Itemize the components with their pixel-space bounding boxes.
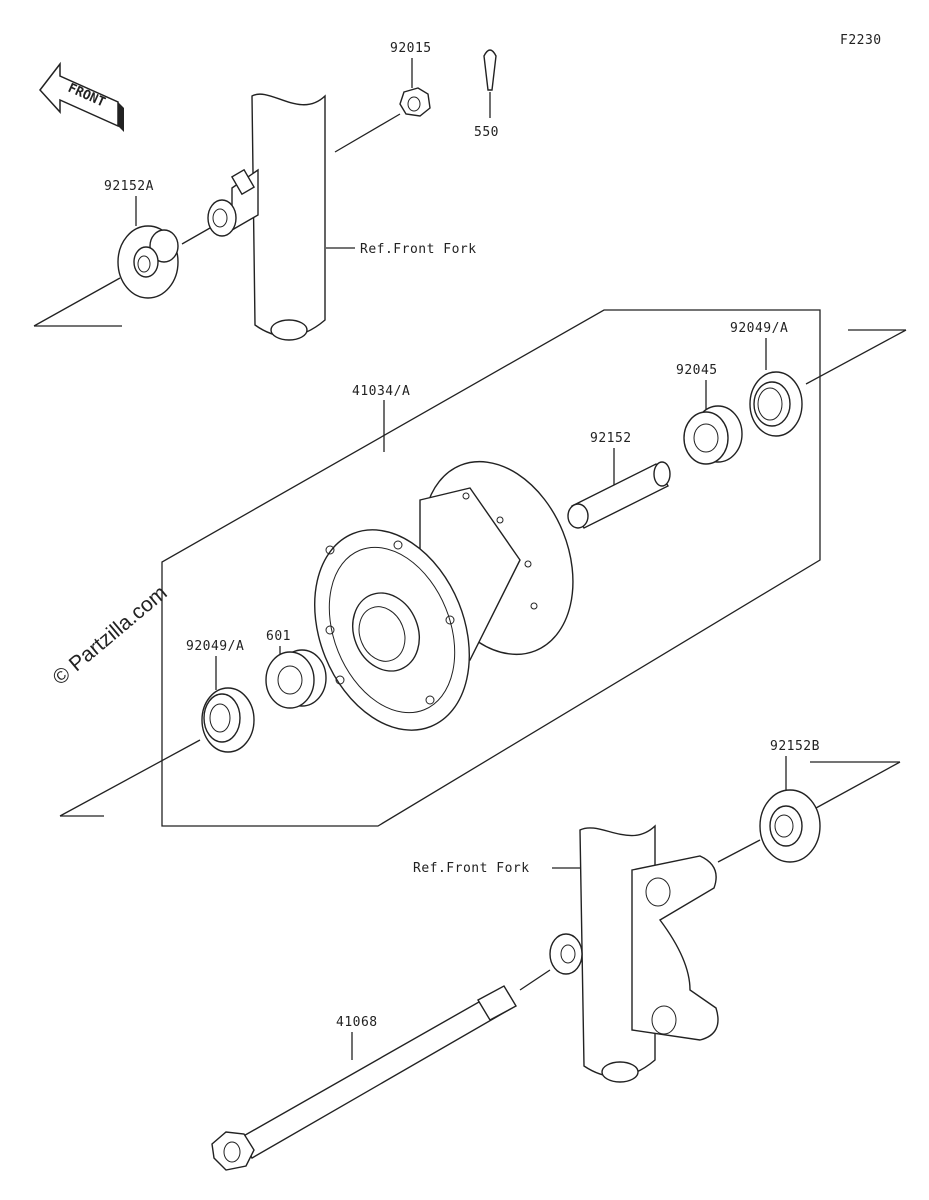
label-92049A-right: 92049/A — [730, 321, 788, 336]
label-92152A: 92152A — [104, 179, 154, 194]
front-fork-bottom — [549, 824, 719, 1083]
collar-92152A — [117, 225, 179, 299]
bearing-92045 — [683, 405, 743, 465]
collar-92152B — [759, 789, 821, 863]
axle-41068 — [211, 985, 517, 1171]
watermark: © Partzilla.com — [48, 581, 171, 690]
ref-front-fork-top-label: Ref.Front Fork — [360, 242, 477, 257]
front-fork-top — [207, 93, 326, 341]
wheel-hub-41034A — [314, 460, 574, 731]
label-550: 550 — [474, 125, 499, 140]
front-arrow-icon: FRONT — [39, 61, 124, 132]
oil-seal-92049A-right — [749, 371, 803, 437]
bearing-601 — [265, 649, 327, 709]
label-92152B: 92152B — [770, 739, 820, 754]
label-92015: 92015 — [390, 41, 432, 56]
label-41068: 41068 — [336, 1015, 378, 1030]
spacer-92152 — [567, 461, 671, 529]
label-92045: 92045 — [676, 363, 718, 378]
figure-code: F2230 — [840, 33, 882, 48]
label-41034A: 41034/A — [352, 384, 410, 399]
label-92049A-left: 92049/A — [186, 639, 244, 654]
label-601: 601 — [266, 629, 291, 644]
cotter-pin-550 — [483, 49, 497, 91]
ref-front-fork-bottom-label: Ref.Front Fork — [413, 861, 530, 876]
label-92152: 92152 — [590, 431, 632, 446]
nut-92015 — [399, 87, 431, 117]
oil-seal-92049A-left — [201, 687, 255, 753]
